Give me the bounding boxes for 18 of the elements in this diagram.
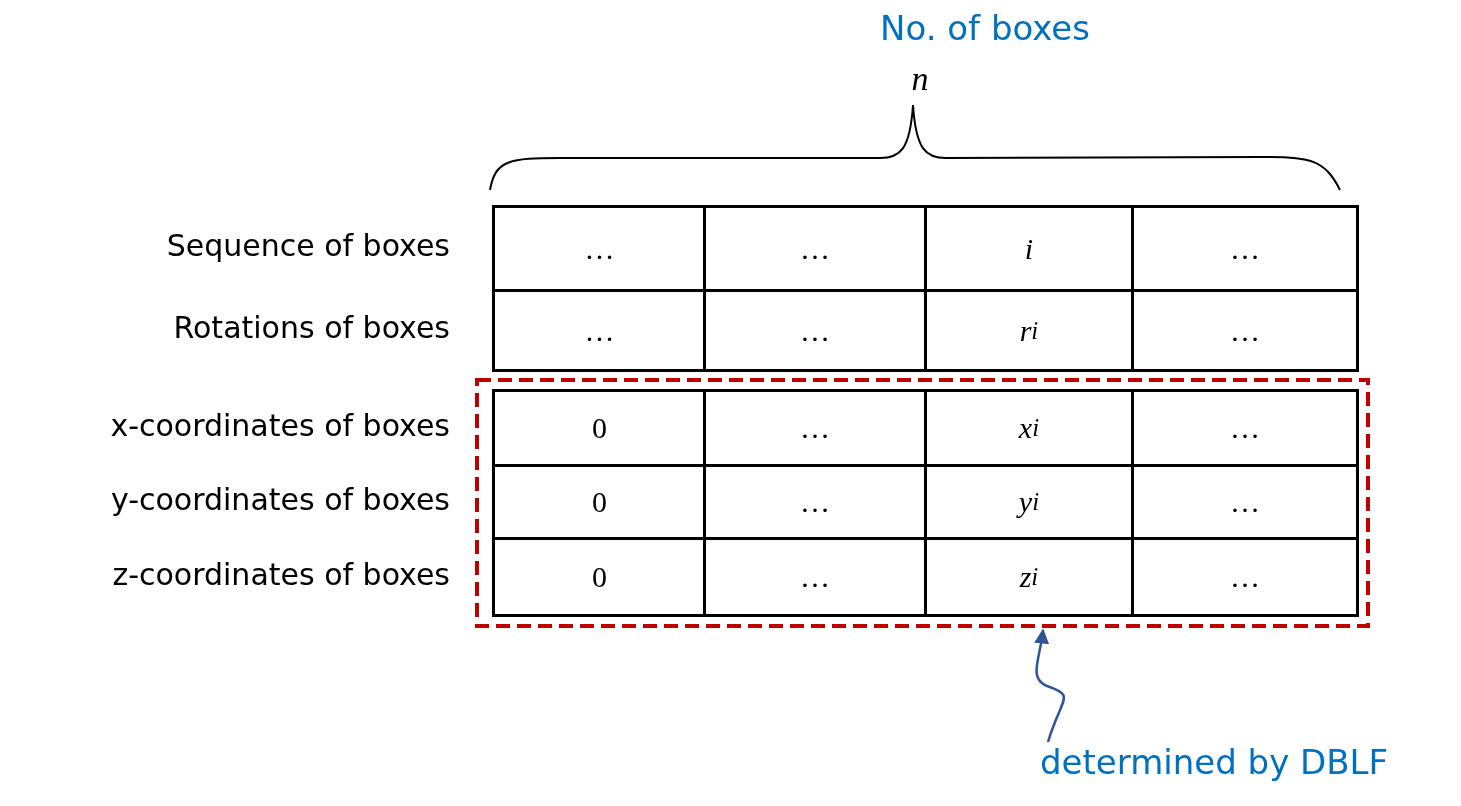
annotation-text: determined by DBLF [1040,742,1440,792]
variable-label: n [911,60,929,98]
dashed-frame [475,378,1370,628]
table-cell: … [703,205,927,292]
leader-arrow [1033,628,1066,743]
row-label: z-coordinates of boxes [112,556,450,592]
table-cell: … [1131,289,1359,372]
table-cell: … [1131,389,1359,467]
table-cell: … [1131,537,1359,617]
row-label: y-coordinates of boxes [110,481,450,517]
table-cell: … [1131,205,1359,292]
brace-label: No. of boxes [880,8,1090,48]
table-cell: … [703,389,927,467]
row-label: Sequence of boxes [166,228,450,263]
row-label: Rotations of boxes [173,310,450,345]
table-cell: … [703,537,927,617]
table-cell: … [703,289,927,372]
row-label: x-coordinates of boxes [110,407,450,443]
